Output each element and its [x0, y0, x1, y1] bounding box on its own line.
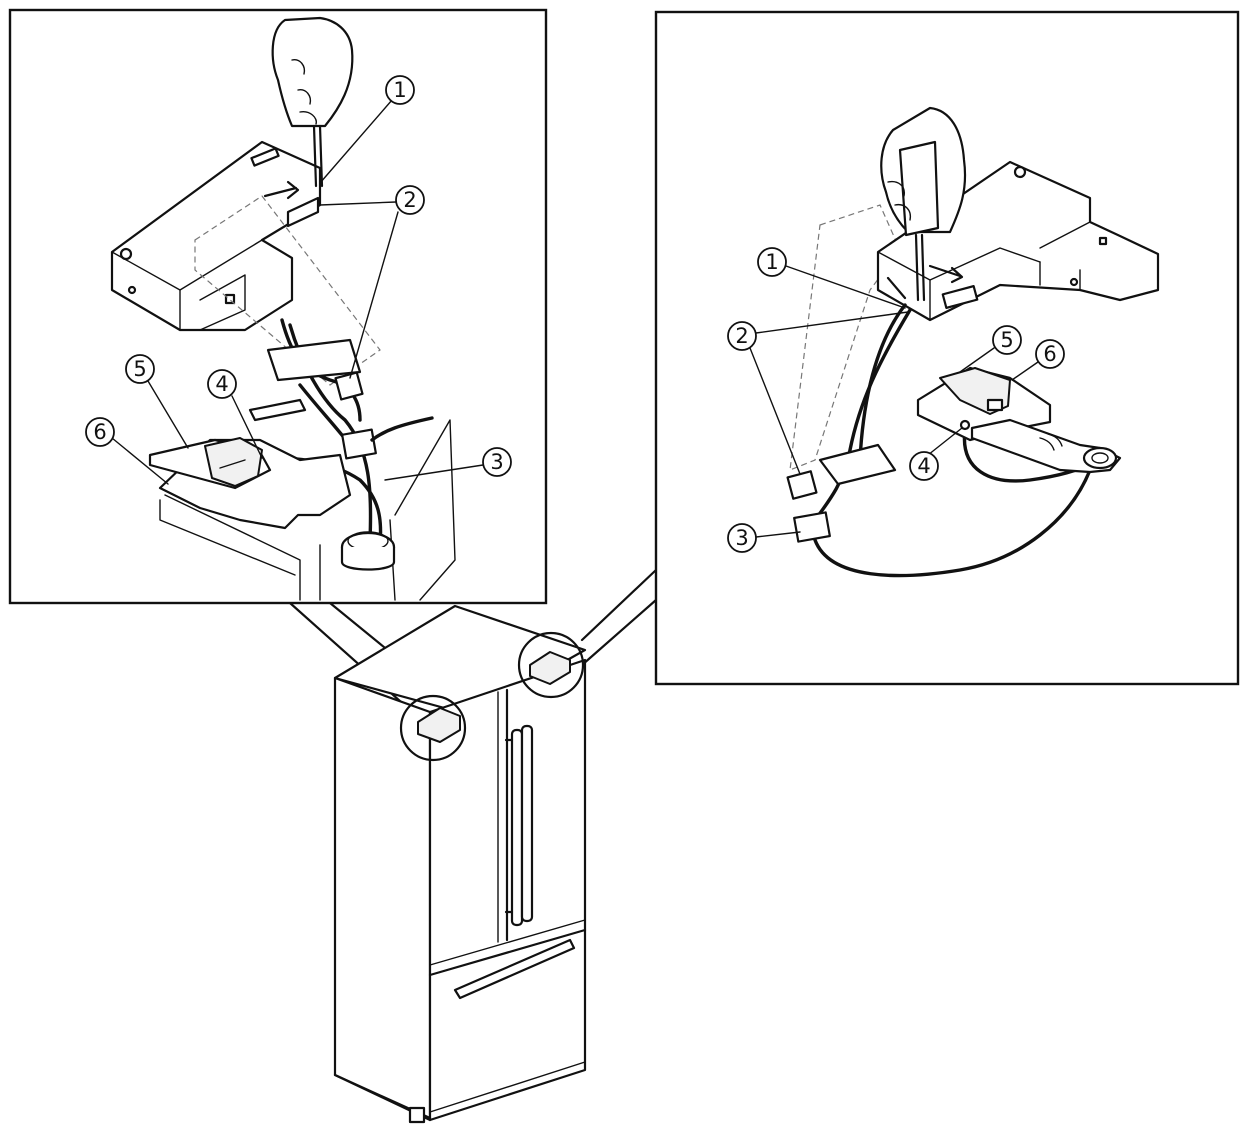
svg-text:1: 1: [393, 78, 406, 102]
left-detail-panel: 1 2 3 4 5 6: [8, 8, 548, 605]
callout-4-left: 4: [207, 369, 263, 459]
svg-text:5: 5: [1000, 328, 1013, 352]
svg-text:3: 3: [735, 526, 748, 550]
svg-text:5: 5: [133, 357, 146, 381]
callout-5-right: 5: [959, 325, 1022, 373]
callout-3-left: 3: [384, 447, 512, 481]
hinge-plate-left: [148, 437, 352, 530]
callout-6-left: 6: [85, 417, 169, 485]
svg-text:4: 4: [917, 454, 930, 478]
svg-text:3: 3: [490, 450, 503, 474]
svg-text:2: 2: [403, 188, 416, 212]
svg-text:6: 6: [93, 420, 106, 444]
svg-text:2: 2: [735, 324, 748, 348]
callout-1-right: 1: [757, 247, 906, 309]
svg-text:4: 4: [215, 372, 228, 396]
wire-connector-icon: [248, 318, 434, 547]
callout-5-left: 5: [125, 354, 189, 449]
callout-6-right: 6: [1011, 339, 1065, 381]
svg-text:1: 1: [765, 250, 778, 274]
callout-1-left: 1: [319, 75, 415, 184]
callout-2-right: 2: [727, 311, 909, 475]
refrigerator-icon: [333, 604, 587, 1124]
hinge-plate-right: [916, 366, 1122, 474]
right-detail-panel: 1 2 3 4 5 6: [654, 10, 1240, 686]
callout-2-left: 2: [319, 185, 425, 379]
callout-3-right: 3: [727, 523, 801, 553]
svg-text:6: 6: [1043, 342, 1056, 366]
hinge-cover-right: [876, 160, 1160, 322]
hinge-cover-left: [110, 140, 322, 332]
screwdriver-hand-right: [880, 106, 967, 302]
callout-4-right: 4: [909, 427, 963, 481]
screwdriver-hand-icon: [271, 16, 354, 188]
